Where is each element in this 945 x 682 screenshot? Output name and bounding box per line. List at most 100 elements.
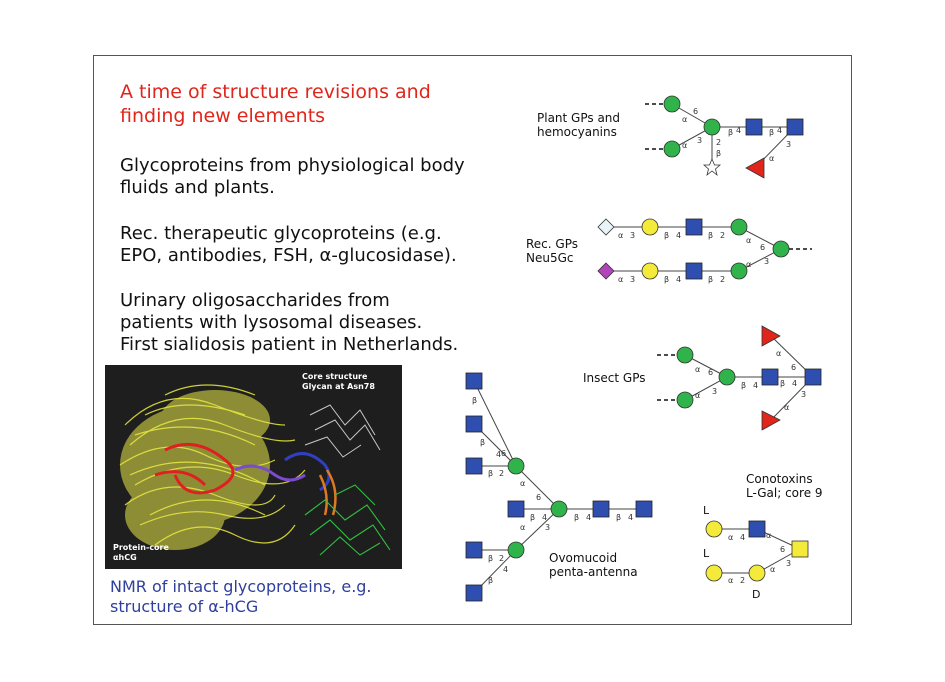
- svg-text:β: β: [769, 128, 774, 137]
- svg-text:4: 4: [496, 450, 501, 459]
- nmr-caption-line-2: structure of α-hCG: [110, 597, 259, 616]
- svg-text:α: α: [746, 236, 751, 245]
- nmr-top-caption-line-2: Glycan at Asn78: [302, 382, 375, 391]
- rec-gps-label-line-2: Neu5Gc: [526, 251, 574, 265]
- svg-text:β: β: [708, 275, 713, 284]
- svg-text:6: 6: [760, 243, 765, 252]
- fucose-icon: [761, 325, 781, 347]
- svg-text:α: α: [728, 576, 733, 585]
- glcnac-icon: [761, 368, 779, 386]
- galactose-icon: [641, 218, 659, 236]
- svg-text:3: 3: [712, 387, 717, 396]
- ovomucoid-label-line-1: Ovomucoid: [549, 551, 618, 565]
- glcnac-icon: [465, 457, 483, 475]
- glcnac-icon: [465, 372, 483, 390]
- nmr-top-caption-line-1: Core structure: [302, 372, 368, 381]
- svg-text:4: 4: [740, 533, 745, 542]
- glcnac-icon: [507, 500, 525, 518]
- plant-gps-label-line-1: Plant GPs and: [537, 111, 621, 125]
- svg-text:β: β: [530, 513, 535, 522]
- svg-text:α: α: [618, 275, 623, 284]
- svg-text:3: 3: [697, 136, 702, 145]
- nmr-bottom-caption-line-1: Protein-core: [113, 543, 169, 552]
- glcnac-icon: [635, 500, 653, 518]
- mannose-icon: [730, 262, 748, 280]
- insect-gps-label: Insect GPs: [583, 371, 646, 385]
- glcnac-icon: [465, 584, 483, 602]
- mannose-icon: [676, 346, 694, 364]
- fucose-icon: [745, 157, 765, 179]
- svg-text:4: 4: [503, 565, 508, 574]
- paragraph-2-line-1: Rec. therapeutic glycoproteins (e.g.: [120, 223, 442, 244]
- svg-text:α: α: [695, 365, 700, 374]
- svg-text:2: 2: [740, 576, 745, 585]
- svg-text:α: α: [695, 391, 700, 400]
- svg-text:2: 2: [720, 275, 725, 284]
- svg-text:α: α: [520, 523, 525, 532]
- glcnac-icon: [592, 500, 610, 518]
- svg-text:β: β: [488, 469, 493, 478]
- glcnac-icon: [685, 218, 703, 236]
- mannose-icon: [772, 240, 790, 258]
- svg-text:α: α: [682, 115, 687, 124]
- slide-title-line-2: finding new elements: [120, 105, 326, 127]
- svg-text:α: α: [766, 531, 771, 540]
- svg-text:α: α: [520, 479, 525, 488]
- svg-text:β: β: [741, 381, 746, 390]
- svg-text:α: α: [784, 403, 789, 412]
- nmr-caption-line-1: NMR of intact glycoproteins, e.g.: [110, 577, 372, 596]
- svg-text:2: 2: [720, 231, 725, 240]
- svg-text:6: 6: [536, 493, 541, 502]
- svg-text:β: β: [472, 396, 477, 405]
- conotoxins-label-line-2: L-Gal; core 9: [746, 486, 823, 500]
- galactose-icon: [748, 564, 766, 582]
- mannose-icon: [676, 391, 694, 409]
- svg-text:β: β: [780, 379, 785, 388]
- svg-text:α: α: [776, 349, 781, 358]
- mannose-icon: [507, 457, 525, 475]
- svg-text:α: α: [682, 141, 687, 150]
- glcnac-icon: [685, 262, 703, 280]
- mannose-icon: [663, 140, 681, 158]
- svg-text:6: 6: [708, 368, 713, 377]
- svg-text:α: α: [728, 533, 733, 542]
- svg-text:4: 4: [586, 513, 591, 522]
- rec-gps-label-line-1: Rec. GPs: [526, 237, 578, 251]
- glcnac-icon: [786, 118, 804, 136]
- svg-text:2: 2: [499, 469, 504, 478]
- neu5gc-icon: [597, 218, 615, 236]
- svg-text:4: 4: [628, 513, 633, 522]
- svg-text:β: β: [728, 128, 733, 137]
- glcnac-icon: [465, 415, 483, 433]
- svg-text:3: 3: [786, 559, 791, 568]
- mannose-icon: [730, 218, 748, 236]
- glcnac-icon: [804, 368, 822, 386]
- fucose-icon: [761, 410, 781, 431]
- paragraph-3-line-3: First sialidosis patient in Netherlands.: [120, 334, 459, 355]
- svg-text:3: 3: [786, 140, 791, 149]
- svg-text:β: β: [664, 275, 669, 284]
- svg-text:α: α: [769, 154, 774, 163]
- svg-text:3: 3: [630, 231, 635, 240]
- galactose-icon: [705, 520, 723, 538]
- l-galactose-mark: L: [703, 504, 710, 517]
- paragraph-3-line-1: Urinary oligosaccharides from: [120, 290, 390, 311]
- nmr-bottom-caption-line-2: αhCG: [113, 553, 137, 562]
- svg-text:3: 3: [764, 257, 769, 266]
- svg-text:β: β: [480, 438, 485, 447]
- galactose-icon: [705, 564, 723, 582]
- l-galactose-mark: L: [703, 547, 710, 560]
- nmr-ensemble-picture: [119, 384, 391, 556]
- svg-text:3: 3: [545, 523, 550, 532]
- paragraph-1-line-2: fluids and plants.: [120, 177, 275, 198]
- svg-text:β: β: [488, 554, 493, 563]
- svg-text:4: 4: [736, 126, 741, 135]
- svg-text:β: β: [664, 231, 669, 240]
- nmr-structure-image: Core structure Glycan at Asn78 Protein-c…: [105, 365, 402, 569]
